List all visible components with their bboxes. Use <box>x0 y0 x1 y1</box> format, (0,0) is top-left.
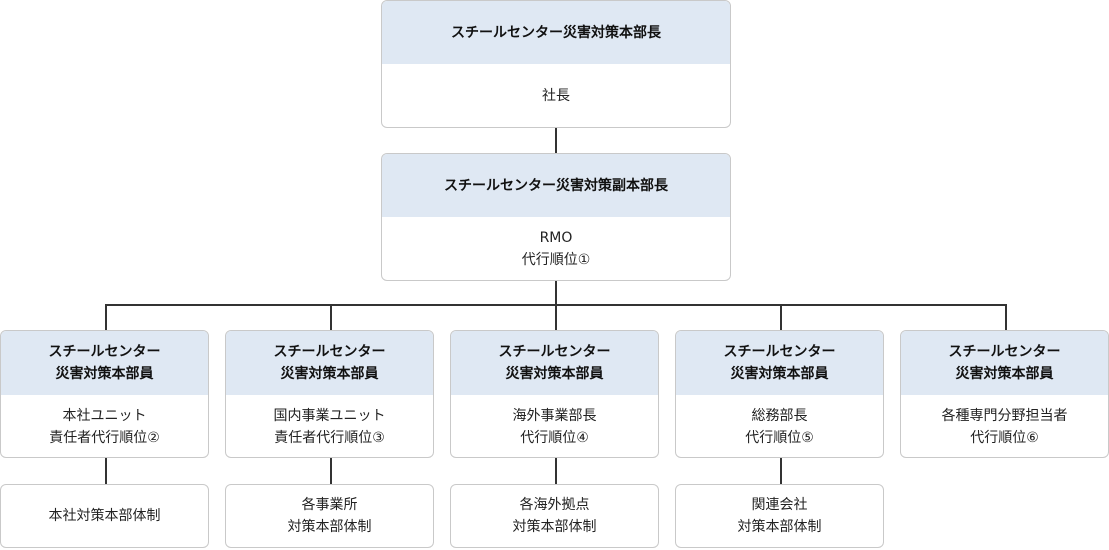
deputy-node-body-line: 代行順位① <box>521 252 591 268</box>
member-node-title: スチールセンター 災害対策本部員 <box>676 331 883 395</box>
member-node-title: スチールセンター 災害対策本部員 <box>226 331 433 395</box>
connector-sub-1 <box>105 458 107 485</box>
member-node-body-line: 責任者代行順位② <box>49 429 160 446</box>
connector-sub-3 <box>555 458 557 485</box>
member-node-body-line: 本社ユニット <box>62 407 147 424</box>
member-node-body-line: 総務部長 <box>751 407 808 424</box>
connector-deputy-bus <box>555 281 557 305</box>
member-node-body-line: 国内事業ユニット <box>273 407 386 424</box>
member-node-title-line: 災害対策本部員 <box>955 366 1054 382</box>
deputy-node-body: RMO 代行順位① <box>382 217 730 280</box>
member-node-body: 総務部長 代行順位⑤ <box>676 395 883 457</box>
member-node-title-line: 災害対策本部員 <box>55 366 154 382</box>
top-node: スチールセンター災害対策本部長 社長 <box>381 0 731 128</box>
member-node-body: 国内事業ユニット 責任者代行順位③ <box>226 395 433 457</box>
member-node-body: 本社ユニット 責任者代行順位② <box>1 395 208 457</box>
member-node: スチールセンター 災害対策本部員 海外事業部長 代行順位④ <box>450 330 659 458</box>
sub-node: 各事業所 対策本部体制 <box>225 484 434 548</box>
member-node-title: スチールセンター 災害対策本部員 <box>1 331 208 395</box>
member-node-title-line: 災害対策本部員 <box>505 366 604 382</box>
member-node-title: スチールセンター 災害対策本部員 <box>901 331 1108 395</box>
member-node-body-line: 責任者代行順位③ <box>274 429 385 446</box>
sub-node: 本社対策本部体制 <box>0 484 209 548</box>
sub-node-line: 関連会社 <box>751 497 808 513</box>
top-node-body: 社長 <box>382 64 730 127</box>
member-node-title-line: スチールセンター <box>723 344 836 360</box>
member-node-body-line: 海外事業部長 <box>512 407 597 424</box>
member-node-title-line: スチールセンター <box>48 344 161 360</box>
member-node-body-line: 代行順位⑤ <box>745 429 814 446</box>
connector-drop-3 <box>555 304 557 331</box>
member-node: スチールセンター 災害対策本部員 国内事業ユニット 責任者代行順位③ <box>225 330 434 458</box>
member-node-title-line: 災害対策本部員 <box>280 366 379 382</box>
member-node-body-line: 代行順位④ <box>520 429 589 446</box>
connector-top-deputy <box>555 128 557 154</box>
member-node: スチールセンター 災害対策本部員 本社ユニット 責任者代行順位② <box>0 330 209 458</box>
top-node-title-text: スチールセンター災害対策本部長 <box>451 24 661 41</box>
sub-node: 関連会社 対策本部体制 <box>675 484 884 548</box>
sub-node-line: 各海外拠点 <box>519 497 590 513</box>
member-node: スチールセンター 災害対策本部員 各種専門分野担当者 代行順位⑥ <box>900 330 1109 458</box>
deputy-node-title-text: スチールセンター災害対策副本部長 <box>444 177 668 194</box>
sub-node-line: 対策本部体制 <box>287 519 372 535</box>
deputy-node: スチールセンター災害対策副本部長 RMO 代行順位① <box>381 153 731 281</box>
deputy-node-title: スチールセンター災害対策副本部長 <box>382 154 730 217</box>
member-node-body-line: 各種専門分野担当者 <box>941 407 1068 424</box>
connector-drop-4 <box>780 304 782 331</box>
member-node-body: 各種専門分野担当者 代行順位⑥ <box>901 395 1108 457</box>
top-node-body-line: 社長 <box>542 88 570 104</box>
connector-drop-1 <box>105 304 107 331</box>
sub-node-line: 本社対策本部体制 <box>48 508 161 524</box>
member-node-title: スチールセンター 災害対策本部員 <box>451 331 658 395</box>
connector-sub-4 <box>780 458 782 485</box>
sub-node-line: 対策本部体制 <box>512 519 597 535</box>
member-node: スチールセンター 災害対策本部員 総務部長 代行順位⑤ <box>675 330 884 458</box>
member-node-title-line: スチールセンター <box>273 344 386 360</box>
member-node-body-line: 代行順位⑥ <box>970 429 1039 446</box>
member-node-title-line: スチールセンター <box>948 344 1061 360</box>
connector-sub-2 <box>330 458 332 485</box>
connector-drop-2 <box>330 304 332 331</box>
member-node-title-line: 災害対策本部員 <box>730 366 829 382</box>
member-node-title-line: スチールセンター <box>498 344 611 360</box>
sub-node-line: 各事業所 <box>301 497 358 513</box>
sub-node-line: 対策本部体制 <box>737 519 822 535</box>
member-node-body: 海外事業部長 代行順位④ <box>451 395 658 457</box>
top-node-title: スチールセンター災害対策本部長 <box>382 1 730 64</box>
deputy-node-body-line: RMO <box>539 230 573 246</box>
connector-drop-5 <box>1005 304 1007 331</box>
sub-node: 各海外拠点 対策本部体制 <box>450 484 659 548</box>
